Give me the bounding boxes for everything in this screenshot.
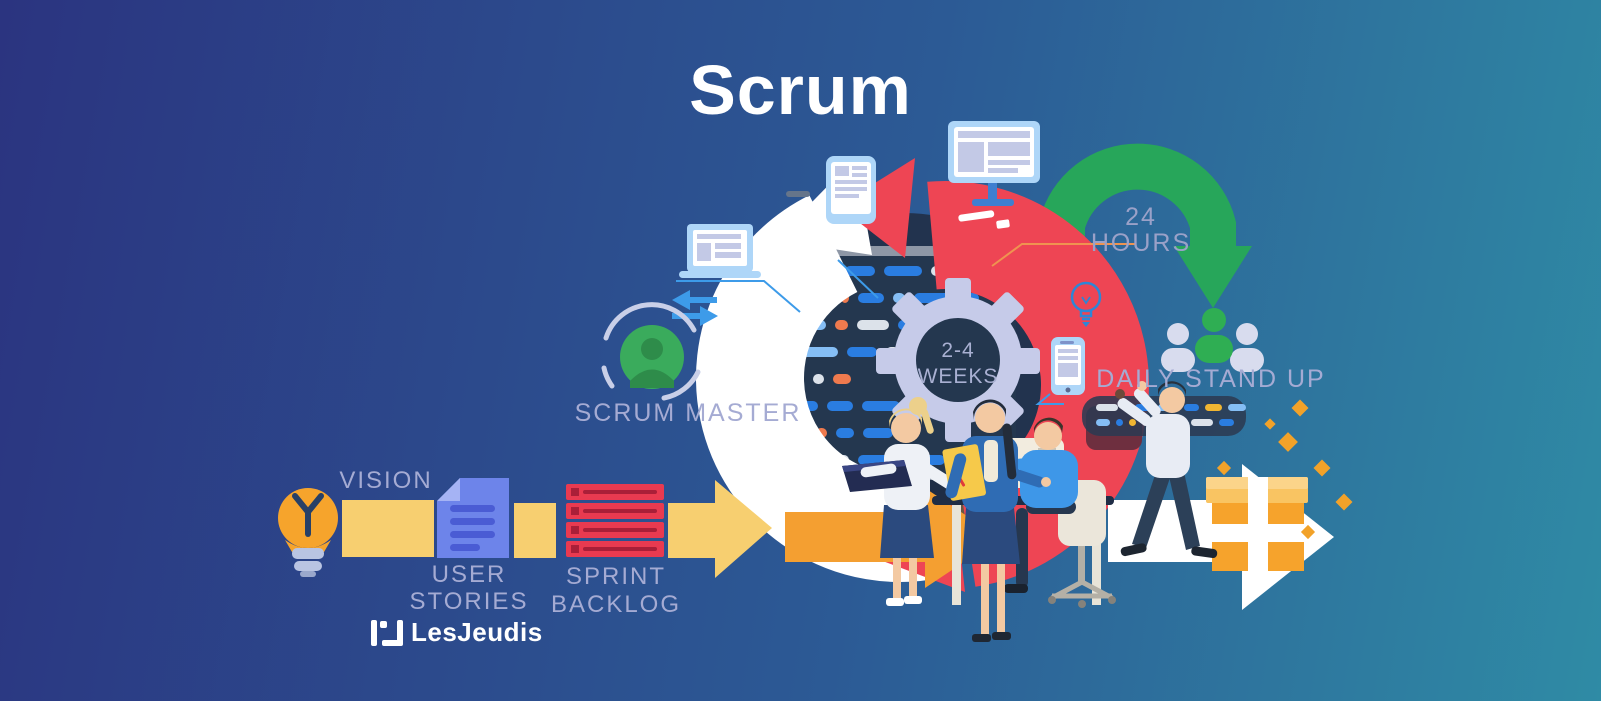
scrum-master-avatar-icon — [601, 302, 701, 401]
sprint-backlog-label: SPRINT BACKLOG — [550, 563, 682, 618]
laptop-icon — [679, 224, 761, 278]
daily-standup-team-icon — [1161, 308, 1264, 372]
daily-cycle-label-line1: 24 — [1125, 203, 1157, 231]
user-stories-label-line1: USER — [431, 561, 507, 588]
woman-with-laptop — [842, 397, 963, 606]
vision-label: VISION — [339, 467, 433, 494]
logo: LesJeudis — [371, 617, 543, 648]
lesjeudis-logo-icon — [371, 619, 403, 646]
sync-arrows-icon — [672, 290, 718, 326]
walking-team-member — [1115, 381, 1218, 559]
team-illustration — [842, 381, 1218, 642]
logo-text: LesJeudis — [411, 617, 543, 647]
flow-arrow-yellow — [342, 480, 772, 578]
user-stories-document-icon — [437, 478, 509, 558]
smartphone-icon — [1051, 337, 1085, 395]
tablet-icon — [826, 156, 876, 224]
daily-standup-label: DAILY STAND UP — [1096, 365, 1326, 393]
gift-box-icon — [1206, 477, 1308, 571]
scrum-master-label: SCRUM MASTER — [574, 399, 802, 427]
user-stories-label-line2: STORIES — [409, 588, 529, 615]
sprint-length-label-line2: WEEKS — [917, 365, 999, 388]
connector-lines — [676, 191, 1136, 405]
lightbulb-outline-icon — [1070, 281, 1102, 327]
page-title: Scrum — [689, 51, 912, 129]
daily-cycle-green-arrow — [1039, 143, 1252, 308]
daily-cycle-label-line2: HOURS — [1090, 229, 1192, 257]
sprint-backlog-icon — [566, 484, 664, 557]
product-owner-with-folder — [942, 399, 1051, 642]
monitor-icon — [948, 121, 1040, 206]
sprint-length-label-line1: 2-4 — [941, 339, 975, 362]
sprint-gear-icon — [876, 278, 1040, 442]
vision-lightbulb-icon — [278, 488, 338, 577]
